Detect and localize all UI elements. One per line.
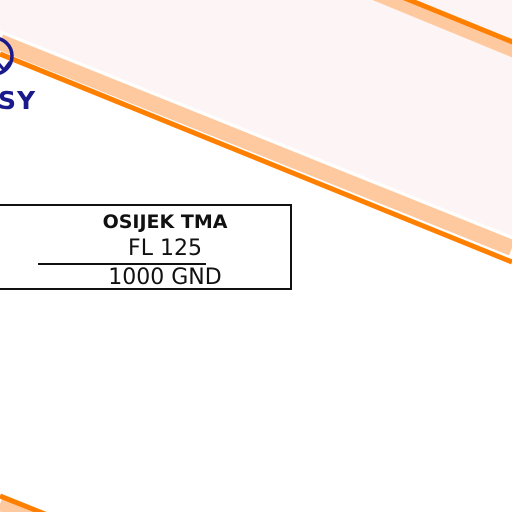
- boundary-line-upper: [402, 0, 512, 45]
- airspace-zone-fill: [0, 0, 512, 236]
- limit-divider: [38, 263, 206, 265]
- logo-ring-icon: [0, 37, 14, 75]
- boundary-tint-band-upper: [372, 0, 512, 58]
- boundary-tint-band-main: [0, 34, 512, 256]
- boundary-tint-band-lower: [0, 497, 39, 512]
- airspace-lower-limit: 1000 GND: [108, 265, 222, 290]
- logo-text: SY: [0, 86, 37, 115]
- airspace-upper-limit: FL 125: [128, 236, 202, 261]
- boundary-line-main: [0, 51, 512, 265]
- logo-chevron-icon: [0, 61, 12, 73]
- airspace-label-box: OSIJEK TMA FL 125 1000 GND: [0, 204, 292, 290]
- logo-emblem: [0, 37, 14, 75]
- airspace-name: OSIJEK TMA: [102, 211, 228, 233]
- boundary-line-lower: [0, 493, 47, 512]
